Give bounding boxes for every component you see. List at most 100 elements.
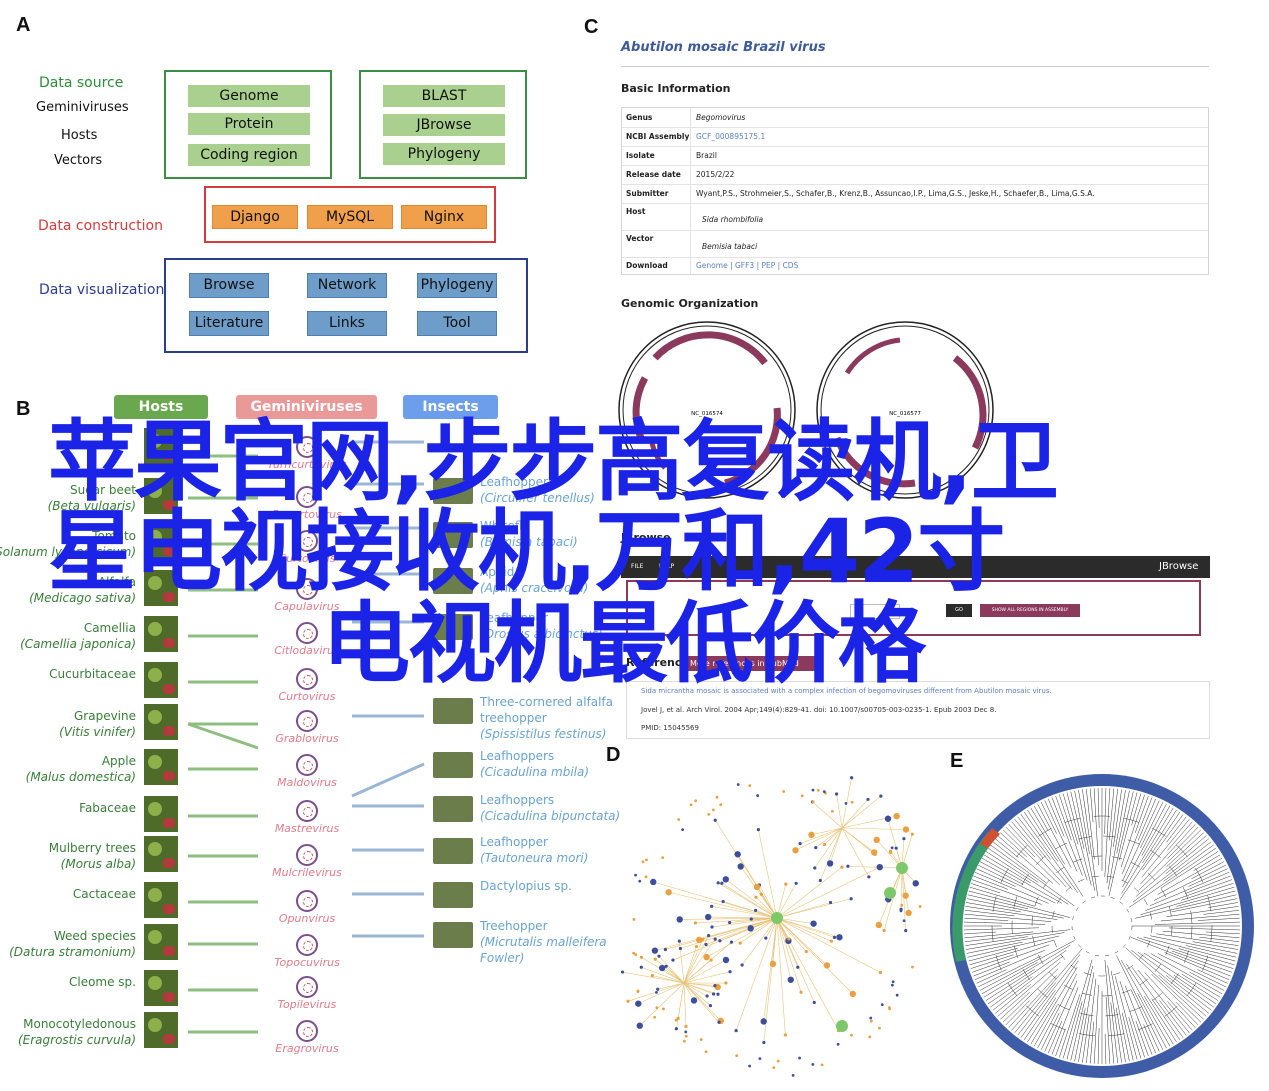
network-node bbox=[834, 792, 839, 796]
phylogeny-branch bbox=[1044, 800, 1078, 872]
phylogeny-branch bbox=[1122, 797, 1153, 874]
reference-citation: Jovel J, et al. Arch Virol. 2004 Apr;149… bbox=[641, 706, 997, 714]
phylogeny-branch bbox=[1105, 996, 1111, 1064]
network-node bbox=[664, 964, 668, 968]
network-node bbox=[796, 965, 800, 969]
jbrowse-location-input[interactable] bbox=[850, 604, 900, 619]
network-node bbox=[762, 1040, 766, 1045]
phylogeny-branch bbox=[1027, 809, 1084, 897]
virus-genus-label: Grablovirus bbox=[275, 732, 339, 745]
phylogeny-branch bbox=[1144, 996, 1174, 1045]
network-node bbox=[918, 905, 922, 908]
host-name: Camellia bbox=[83, 621, 136, 635]
panel-d-network bbox=[620, 776, 922, 1077]
network-node bbox=[769, 960, 777, 968]
network-edge bbox=[655, 958, 685, 984]
phylogeny-branch bbox=[1142, 809, 1177, 864]
phylogeny-branch bbox=[1197, 969, 1228, 984]
phylogeny-branch bbox=[1150, 953, 1223, 995]
network-node bbox=[879, 794, 883, 798]
network-node bbox=[822, 842, 827, 847]
network-node bbox=[681, 828, 685, 832]
network-node bbox=[747, 925, 754, 932]
network-node bbox=[704, 1050, 708, 1054]
network-edge bbox=[683, 938, 716, 984]
insect-label: Leafhoppers(Cicadulina bipunctata) bbox=[480, 792, 630, 824]
insect-label: Leafhopper(Tautoneura mori) bbox=[480, 834, 630, 866]
network-edge bbox=[776, 898, 852, 919]
insect-name: Three-cornered alfalfa treehopper bbox=[480, 695, 614, 725]
network-node bbox=[694, 944, 699, 949]
phylogeny-branch bbox=[1104, 788, 1107, 835]
reference-title[interactable]: Sida micrantha mosaic is associated with… bbox=[641, 687, 1052, 695]
network-edge bbox=[815, 827, 843, 848]
phylogeny-branch bbox=[1062, 793, 1079, 845]
phylogeny-branch bbox=[1048, 1020, 1063, 1054]
references-tab[interactable]: More references in PubMed bbox=[686, 656, 818, 671]
phylogeny-branch bbox=[1140, 824, 1196, 885]
host-photo bbox=[144, 704, 178, 740]
ncbi-assembly-link[interactable]: GCF_000895175.1 bbox=[696, 132, 766, 141]
network-node bbox=[650, 973, 654, 978]
phylogeny-branch bbox=[1164, 952, 1230, 980]
host-to-virus-arrow bbox=[187, 722, 259, 750]
jbrowse-go-button[interactable]: GO bbox=[946, 604, 972, 617]
jbrowse-show-all-button[interactable]: SHOW ALL REGIONS IN ASSEMBLY bbox=[980, 604, 1080, 617]
network-node bbox=[620, 970, 625, 974]
phylogeny-branch bbox=[1107, 965, 1122, 1063]
network-edge bbox=[763, 917, 778, 1022]
network-edge bbox=[699, 917, 778, 941]
phylogeny-branch bbox=[1104, 959, 1115, 1064]
insect-name: Leafhoppers bbox=[480, 793, 555, 807]
jbrowse-help-menu[interactable]: HELP bbox=[659, 563, 675, 570]
network-node bbox=[875, 921, 882, 929]
network-node bbox=[836, 1042, 840, 1046]
host-latin: (Eragrostis curvula) bbox=[17, 1033, 136, 1047]
network-node bbox=[869, 1019, 873, 1023]
phylogeny-branch bbox=[1137, 969, 1190, 1033]
host-label: Cucurbitaceae bbox=[0, 666, 136, 682]
network-node bbox=[878, 970, 883, 975]
phylogeny-branch bbox=[1066, 1001, 1083, 1060]
network-node bbox=[639, 965, 643, 969]
network-node bbox=[749, 917, 753, 921]
network-node bbox=[756, 828, 760, 832]
phylogeny-branch bbox=[1199, 936, 1240, 942]
phylogeny-branch bbox=[1037, 803, 1072, 868]
genome-id-1: NC_016574 bbox=[691, 411, 723, 417]
insect-label: Treehopper(Micrutalis malleifera Fowler) bbox=[480, 918, 630, 966]
genomic-heading: Genomic Organization bbox=[621, 297, 759, 310]
phylogeny-branch bbox=[1048, 798, 1065, 837]
source-box-primary: Genome Protein Coding region bbox=[164, 70, 332, 179]
network-edge bbox=[708, 916, 778, 919]
jbrowse-file-menu[interactable]: FILE bbox=[631, 563, 644, 570]
network-edge bbox=[776, 917, 792, 980]
download-links[interactable]: Genome | GFF3 | PEP | CDS bbox=[696, 261, 799, 270]
network-edge bbox=[776, 917, 802, 993]
data-visualization-label: Data visualization bbox=[39, 282, 165, 298]
network-node bbox=[729, 940, 734, 944]
network-node bbox=[869, 1016, 873, 1020]
network-edge bbox=[811, 827, 843, 836]
network-node bbox=[776, 1059, 780, 1063]
phylogeny-branch bbox=[1167, 821, 1193, 851]
virus-genome-icon bbox=[296, 844, 318, 866]
network-node bbox=[822, 790, 826, 794]
phylogeny-branch bbox=[990, 844, 1075, 907]
phylogeny-branch bbox=[971, 879, 1042, 905]
phylogeny-branch bbox=[1184, 875, 1231, 894]
network-node bbox=[684, 1024, 688, 1029]
phylogeny-branch bbox=[1020, 814, 1079, 893]
host-label: Mulberry trees(Morus alba) bbox=[0, 840, 136, 872]
data-source-label: Data source bbox=[39, 75, 124, 91]
jbrowse-heading: JBrowse bbox=[621, 531, 671, 544]
phylogeny-branch bbox=[1140, 802, 1164, 849]
phylogeny-branch bbox=[1180, 883, 1234, 901]
insect-photo bbox=[433, 796, 473, 822]
phylogeny-branch bbox=[1175, 1001, 1199, 1026]
